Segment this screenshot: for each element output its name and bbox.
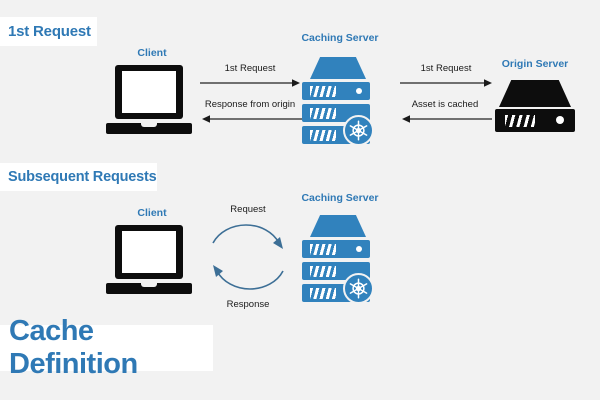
banner-first-request: 1st Request <box>0 17 97 46</box>
cycle-label-request: Request <box>230 204 266 215</box>
laptop-notch <box>141 283 157 287</box>
arrow-left-icon <box>202 115 302 123</box>
cache-gear-icon <box>343 115 374 146</box>
laptop-screen <box>122 231 176 273</box>
server-unit-1 <box>302 240 370 258</box>
server-top-cap <box>310 57 366 79</box>
banner-subsequent-requests: Subsequent Requests <box>0 163 157 191</box>
cycle-label-response: Response <box>226 299 270 310</box>
request-response-cycle: Request Response <box>203 204 293 310</box>
laptop-notch <box>141 123 157 127</box>
flow-label-client-to-cache: 1st Request <box>224 63 276 74</box>
flow-client-to-cache: 1st Request <box>200 63 300 87</box>
server-vents <box>310 108 336 119</box>
server-vents <box>310 244 336 255</box>
curved-arrow-left-icon <box>216 270 284 290</box>
laptop-screen <box>122 71 176 113</box>
arrow-left-icon <box>402 115 492 123</box>
flow-label-cache-to-client: Response from origin <box>204 99 296 110</box>
laptop-base <box>106 123 192 134</box>
laptop-base <box>106 283 192 294</box>
server-unit-1 <box>302 82 370 100</box>
caption-caching-server-first-row: Caching Server <box>301 32 379 44</box>
flow-label-cache-to-origin: 1st Request <box>420 63 472 74</box>
server-vents <box>310 288 336 299</box>
curved-arrow-right-icon <box>212 224 280 244</box>
arrow-right-icon <box>400 79 492 87</box>
cycle-arrows-icon <box>212 224 284 290</box>
caption-caching-server-second-row: Caching Server <box>301 192 379 204</box>
server-led <box>356 88 362 94</box>
server-vents <box>310 266 336 277</box>
origin-led <box>556 116 564 124</box>
caption-client-second-row: Client <box>137 207 167 219</box>
banner-cache-definition: Cache Definition <box>0 315 213 380</box>
origin-top-cap <box>499 80 571 107</box>
flow-cache-to-origin: 1st Request <box>400 63 492 87</box>
flow-origin-to-cache: Asset is cached <box>398 99 492 123</box>
server-top-cap <box>310 215 366 237</box>
server-led <box>356 246 362 252</box>
server-icon <box>495 80 575 132</box>
laptop-icon <box>106 225 192 299</box>
caption-origin-server: Origin Server <box>501 58 569 70</box>
laptop-icon <box>106 65 192 139</box>
arrow-right-icon <box>200 79 300 87</box>
server-stack-icon <box>302 215 374 304</box>
server-vents <box>310 86 336 97</box>
flow-label-origin-to-cache: Asset is cached <box>411 99 479 110</box>
cache-gear-icon <box>343 273 374 304</box>
flow-cache-to-client: Response from origin <box>198 99 302 123</box>
server-stack-icon <box>302 57 374 146</box>
origin-vents <box>505 115 535 127</box>
server-vents <box>310 130 336 141</box>
origin-unit <box>495 109 575 132</box>
caption-client-first-row: Client <box>137 47 167 59</box>
